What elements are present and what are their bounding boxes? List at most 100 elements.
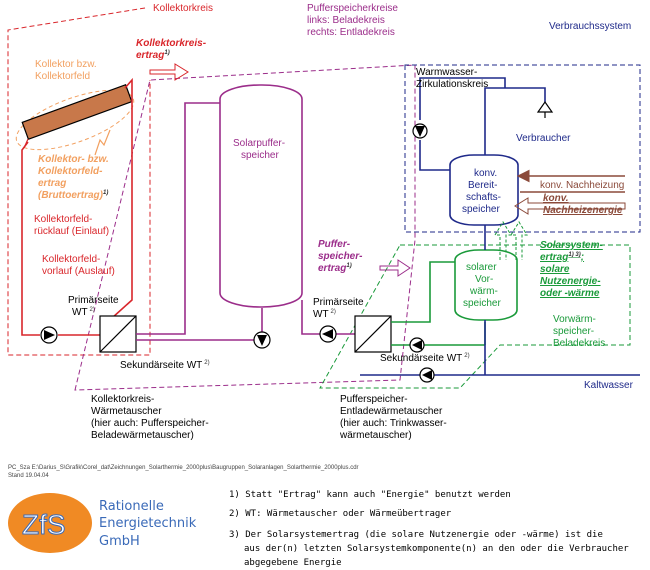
arrow-solarsystemertrag-2	[510, 221, 528, 260]
label-solarsys-2: ertrag1) 3);	[540, 252, 584, 263]
label-kfeldertrag-4: (Bruttoertrag)1)	[38, 190, 108, 201]
label-wwzirk-1: Warmwasser-	[416, 67, 477, 78]
zfs-logo: ZfS Rationelle Energietechnik GmbH	[8, 493, 197, 553]
pump-entlade	[319, 325, 337, 343]
label-kollektorkreisertrag-2: ertrag1)	[136, 50, 170, 61]
label-ewt-1: Pufferspeicher-	[340, 394, 408, 405]
label-vorwaermkreis-1: Vorwärm-	[553, 314, 596, 325]
label-vorwaerm-4: speicher	[463, 298, 501, 309]
label-kfeldertrag-2: Kollektorfeld-	[38, 166, 103, 177]
logo-line3: GmbH	[99, 534, 140, 549]
label-bereit-2: Bereit-	[468, 180, 497, 191]
label-kollektorfeld-2: Kollektorfeld	[35, 71, 90, 82]
label-kollektorkreisertrag-1: Kollektorkreis-	[136, 38, 207, 49]
verbrauch-circuit	[419, 77, 546, 250]
kollektorfeld-boundary	[15, 89, 135, 151]
arrow-pufferspeicherertrag	[379, 259, 411, 277]
label-kfeldertrag-1: Kollektor- bzw.	[38, 154, 109, 165]
label-ewt-3: (hier auch: Trinkwasser-	[340, 418, 447, 429]
pump-vorwaerm	[409, 337, 425, 353]
label-vorwaerm-3: wärm-	[469, 286, 498, 297]
nachheizung-lines	[516, 169, 625, 193]
heat-exchanger-left	[99, 315, 137, 353]
label-pufferertrag-3: ertrag1)	[318, 263, 352, 274]
logo-abbr: ZfS	[22, 509, 66, 540]
label-vorlauf-2: vorlauf (Auslauf)	[42, 266, 115, 277]
verbrauchssystem-boundary	[404, 64, 641, 233]
label-vorwaermkreis-2: speicher-	[553, 326, 594, 337]
label-solarsys-4: Nutzenergie-	[540, 276, 601, 287]
label-pufferkreis-1: Pufferspeicherkreise	[307, 3, 398, 14]
label-kwt-4: Beladewärmetauscher)	[91, 430, 194, 441]
verbraucher-tap-icon	[536, 100, 554, 118]
label-vorwaerm-2: Vor-	[475, 274, 493, 285]
label-bereit-4: speicher	[462, 204, 500, 215]
label-kollektorfeld-1: Kollektor bzw.	[35, 59, 97, 70]
label-pufferkreis-3: rechts: Entladekreis	[307, 27, 395, 38]
label-kwt-1: Kollektorkreis-	[91, 394, 154, 405]
label-vorwaermkreis-3: Beladekreis	[553, 338, 605, 349]
kollektor-circuit	[21, 77, 133, 336]
footnote-3b: aus der(n) letzten Solarsystemkomponente…	[244, 544, 629, 554]
stand-line: Stand 19.04.04	[8, 473, 49, 479]
kaltwasser-line	[360, 320, 640, 376]
label-nachheizung: konv. Nachheizung	[540, 180, 624, 191]
arrow-nachheizenergie	[514, 197, 626, 215]
footnote-3a: 3) Der Solarsystemertrag (die solare Nut…	[229, 530, 603, 540]
label-nachheizenergie-1: konv.	[543, 193, 569, 204]
vorwaerm-boundary	[319, 244, 631, 389]
label-solarsys-1: Solarsystem-	[540, 240, 603, 251]
label-verbrauchssystem: Verbrauchssystem	[549, 21, 631, 32]
label-ruecklauf-2: rücklauf (Einlauf)	[34, 226, 109, 237]
label-verbraucher: Verbraucher	[516, 133, 571, 144]
footnote-1: 1) Statt "Ertrag" kann auch "Energie" be…	[229, 490, 511, 500]
solarer-vorwaermspeicher	[454, 249, 518, 321]
label-ewt-4: wärmetauscher)	[339, 430, 412, 441]
logo-line2: Energietechnik	[99, 516, 197, 531]
pufferkreis-boundary	[74, 64, 416, 391]
footnote-3c: abgegebene Energie	[244, 558, 342, 568]
label-wwzirk-2: Zirkulationskreis	[416, 79, 488, 90]
label-solarpuffer-2: speicher	[241, 150, 279, 161]
label-vorwaerm-1: solarer	[466, 262, 497, 273]
label-kwt-2: Wärmetauscher	[91, 406, 162, 417]
puffer-entlade-circuit	[301, 300, 355, 335]
label-pufferertrag-2: speicher-	[318, 251, 363, 262]
label-ewt-2: Entladewärmetauscher	[340, 406, 443, 417]
pump-kaltwasser	[419, 367, 435, 383]
label-bereit-3: schafts-	[466, 192, 501, 203]
heat-exchanger-right	[354, 315, 392, 353]
pump-zirkulation	[412, 123, 428, 139]
label-pufferertrag-1: Puffer-	[318, 239, 351, 250]
pump-puffer	[253, 331, 271, 349]
label-solarpuffer-1: Solarpuffer-	[233, 138, 285, 149]
label-kwt-3: (hier auch: Pufferspeicher-	[91, 418, 209, 429]
label-solarsys-5: oder -wärme	[540, 288, 600, 299]
label-primaer-right-1: Primärseite	[313, 297, 364, 308]
kollektor-panel	[21, 83, 133, 149]
file-path-line: PC_Sza E:\Darius_S\Grafik\Corel_dat\Zeic…	[8, 465, 359, 471]
arrow-kollektorfeldertrag	[94, 129, 111, 156]
footnote-2: 2) WT: Wärmetauscher oder Wärmeübertrage…	[229, 509, 452, 519]
label-bereit-1: konv.	[474, 168, 497, 179]
bereitschaftsspeicher	[449, 154, 519, 226]
kollektorkreis-boundary	[7, 7, 151, 356]
label-solarsys-3: solare	[540, 264, 570, 275]
arrow-solarsystemertrag-1	[494, 221, 512, 260]
label-nachheizenergie-2: Nachheizenergie	[543, 205, 623, 216]
arrow-kollektorkreisertrag	[149, 63, 189, 81]
solarpufferspeicher	[219, 84, 303, 308]
pump-kollektor	[40, 326, 58, 344]
label-primaer-left-1: Primärseite	[68, 295, 119, 306]
label-vorlauf-1: Kollektorfeld-	[42, 254, 100, 265]
logo-line1: Rationelle	[99, 499, 164, 514]
label-kaltwasser: Kaltwasser	[584, 380, 634, 391]
label-pufferkreis-2: links: Beladekreis	[307, 15, 385, 26]
label-kfeldertrag-3: ertrag	[38, 178, 66, 189]
label-ruecklauf-1: Kollektorfeld-	[34, 214, 92, 225]
